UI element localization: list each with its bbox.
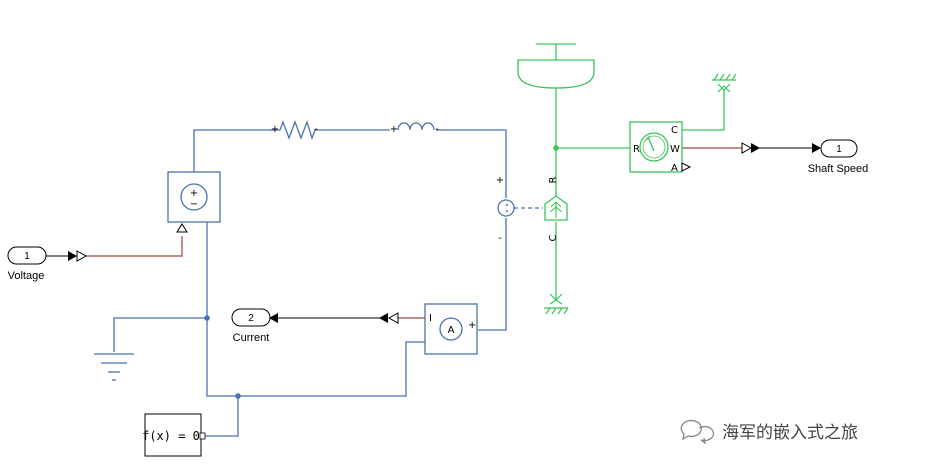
inport-voltage[interactable]: 1 Voltage: [7, 246, 47, 282]
arrowhead-icon: [379, 313, 388, 323]
inport-number: 1: [24, 251, 30, 262]
outport-label: Shaft Speed: [808, 163, 869, 175]
outport-number: 1: [836, 144, 842, 155]
motor-port-c: C: [548, 234, 559, 241]
motor-dot-icon: [506, 204, 508, 206]
source-plus: +: [190, 188, 198, 199]
resistor-minus: -: [314, 124, 318, 135]
outport-label: Current: [233, 332, 270, 344]
source-minus: −: [190, 199, 198, 210]
rotational-motion-sensor-block[interactable]: R C W A: [629, 121, 692, 174]
wire-sensor-to-ref[interactable]: [682, 90, 725, 131]
block-frame[interactable]: [424, 303, 478, 355]
inertia-block[interactable]: [517, 43, 595, 89]
inport-oval[interactable]: [7, 246, 47, 265]
sensor-port-a: A: [671, 163, 678, 174]
solver-port-icon: [199, 432, 206, 440]
outport-oval[interactable]: [231, 308, 271, 327]
ammeter-plus: +: [468, 320, 476, 331]
motor-dot-icon: [506, 210, 508, 212]
wire-source-to-ground-node[interactable]: [206, 222, 425, 397]
wire-motor-to-ammeter[interactable]: [478, 218, 507, 331]
sensor-port-r: R: [633, 144, 640, 155]
motor-mechanical-inner-icon: [549, 201, 563, 218]
inertia-top-bar-icon: [536, 43, 576, 60]
sensor-port-w: W: [670, 144, 680, 155]
wire-ground-branch[interactable]: [113, 317, 207, 352]
source-circle-icon: [180, 183, 208, 211]
wire-inertia-to-sensor[interactable]: [555, 88, 630, 149]
electrical-wires: [113, 129, 543, 437]
motor-plus: +: [496, 175, 504, 186]
solver-configuration-block[interactable]: f(x) = 0: [142, 413, 206, 457]
speedometer-needle-icon: [645, 135, 655, 152]
outport-current[interactable]: 2 Current: [231, 308, 271, 344]
arrowhead-icon: [751, 143, 760, 153]
resistor-block[interactable]: + -: [270, 119, 318, 141]
junction-node: [553, 145, 559, 151]
reference-hatch-icon: [712, 73, 737, 81]
ground-icon: [94, 353, 134, 381]
outport-number: 2: [248, 313, 254, 324]
wire-inductor-to-motor[interactable]: [436, 129, 507, 198]
signal-lines: [46, 147, 812, 319]
wire-solver-branch[interactable]: [205, 396, 239, 437]
controlled-voltage-source-block[interactable]: + −: [167, 171, 221, 233]
converter-triangle-icon: [387, 312, 399, 324]
motor-minus: -: [498, 233, 502, 244]
wire-source-to-resistor[interactable]: [193, 129, 270, 172]
sensor-port-c: C: [671, 125, 678, 136]
inductor-block[interactable]: + -: [390, 122, 439, 135]
arrowhead-icon: [269, 313, 278, 323]
mechanical-wires: [555, 88, 725, 300]
block-frame[interactable]: [144, 413, 202, 457]
motor-port-r: R: [548, 176, 559, 183]
inductor-coil-icon: [397, 122, 435, 131]
inport-label: Voltage: [8, 270, 45, 282]
inductor-minus: -: [435, 124, 439, 135]
inductor-plus: +: [390, 124, 398, 135]
junction-node: [235, 393, 241, 399]
arrowhead-icon: [68, 251, 77, 261]
mechanical-reference-top[interactable]: [712, 73, 737, 93]
outport-oval[interactable]: [820, 139, 858, 158]
speedometer-icon: [639, 132, 669, 162]
watermark-text: 海军的嵌入式之旅: [722, 423, 858, 443]
electrical-ground-block[interactable]: [94, 353, 134, 381]
reference-arrows-icon: [717, 83, 731, 93]
ammeter-symbol: A: [448, 325, 455, 336]
dc-motor-block[interactable]: + - R C: [496, 175, 568, 244]
inertia-body-icon: [517, 59, 595, 89]
speedometer-inner-icon: [642, 135, 666, 159]
block-frame[interactable]: [629, 121, 683, 173]
ammeter-circle-icon: [439, 317, 463, 341]
solver-text: f(x) = 0: [142, 429, 200, 443]
junction-node: [204, 315, 210, 321]
reference-hatch-icon: [544, 307, 569, 315]
ps-signal-wires: [86, 147, 742, 319]
resistor-plus: +: [271, 124, 279, 135]
output-port-triangle-icon: [681, 162, 692, 172]
arrowhead-icon: [812, 143, 821, 153]
ammeter-port-i: I: [429, 313, 432, 324]
block-frame[interactable]: [167, 171, 221, 223]
outport-shaft-speed[interactable]: 1 Shaft Speed: [808, 139, 869, 175]
input-port-triangle-icon: [176, 223, 188, 233]
wire-voltage-ps[interactable]: [86, 236, 183, 257]
converter-triangle-icon: [76, 250, 88, 262]
watermark: 海军的嵌入式之旅: [680, 419, 858, 445]
converter-triangle-icon: [741, 142, 753, 154]
resistor-zigzag-icon: [270, 119, 318, 141]
motor-electrical-port-icon: [497, 199, 515, 217]
reference-arrows-icon: [549, 293, 563, 305]
current-sensor-block[interactable]: A I +: [424, 303, 478, 355]
mechanical-reference-bottom[interactable]: [544, 293, 569, 315]
wechat-icon: [680, 419, 715, 445]
